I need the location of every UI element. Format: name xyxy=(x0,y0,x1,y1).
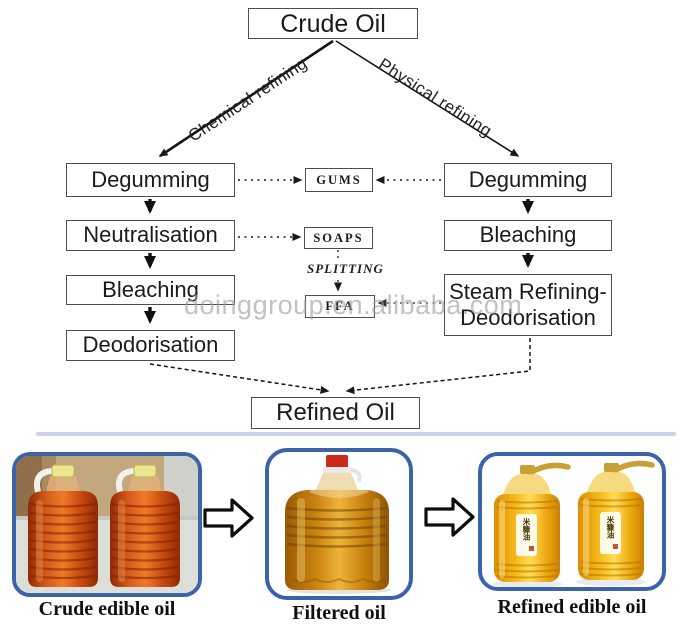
node-deodorisation: Deodorisation xyxy=(66,330,235,361)
arrow-right-icon xyxy=(203,498,254,538)
splitting-label: SPLITTING xyxy=(304,261,387,277)
photo-refined-edible-oil: 米糠油 xyxy=(478,452,666,591)
node-bleaching-chemical: Bleaching xyxy=(66,275,235,305)
caption-refined-edible-oil: Refined edible oil xyxy=(497,596,647,618)
node-soaps: SOAPS xyxy=(304,227,373,249)
caption-filtered-oil: Filtered oil xyxy=(292,602,386,624)
crude-oil-bottles-image xyxy=(16,456,198,593)
node-degumming-chemical: Degumming xyxy=(66,163,235,197)
node-bleaching-physical: Bleaching xyxy=(444,220,612,251)
arrow-right-icon xyxy=(424,497,475,537)
node-refined-oil: Refined Oil xyxy=(251,397,420,429)
section-divider xyxy=(36,432,676,436)
node-crude-oil: Crude Oil xyxy=(248,8,418,39)
photo-crude-edible-oil xyxy=(12,452,202,597)
filtered-oil-bottle-image xyxy=(285,455,391,594)
node-degumming-physical: Degumming xyxy=(444,163,612,197)
refined-oil-bottles-image: 米糠油 xyxy=(482,456,662,587)
photo-filtered-oil xyxy=(265,448,413,600)
flow-connectors xyxy=(144,39,534,395)
node-neutralisation: Neutralisation xyxy=(66,220,235,251)
node-steam-refining-deodorisation: Steam Refining-Deodorisation xyxy=(444,274,612,336)
node-gums: GUMS xyxy=(305,168,373,192)
caption-crude-edible-oil: Crude edible oil xyxy=(38,598,176,620)
node-ffa: FFA xyxy=(305,295,375,318)
watermark-text: doinggroup.en.alibaba.com xyxy=(184,290,523,320)
